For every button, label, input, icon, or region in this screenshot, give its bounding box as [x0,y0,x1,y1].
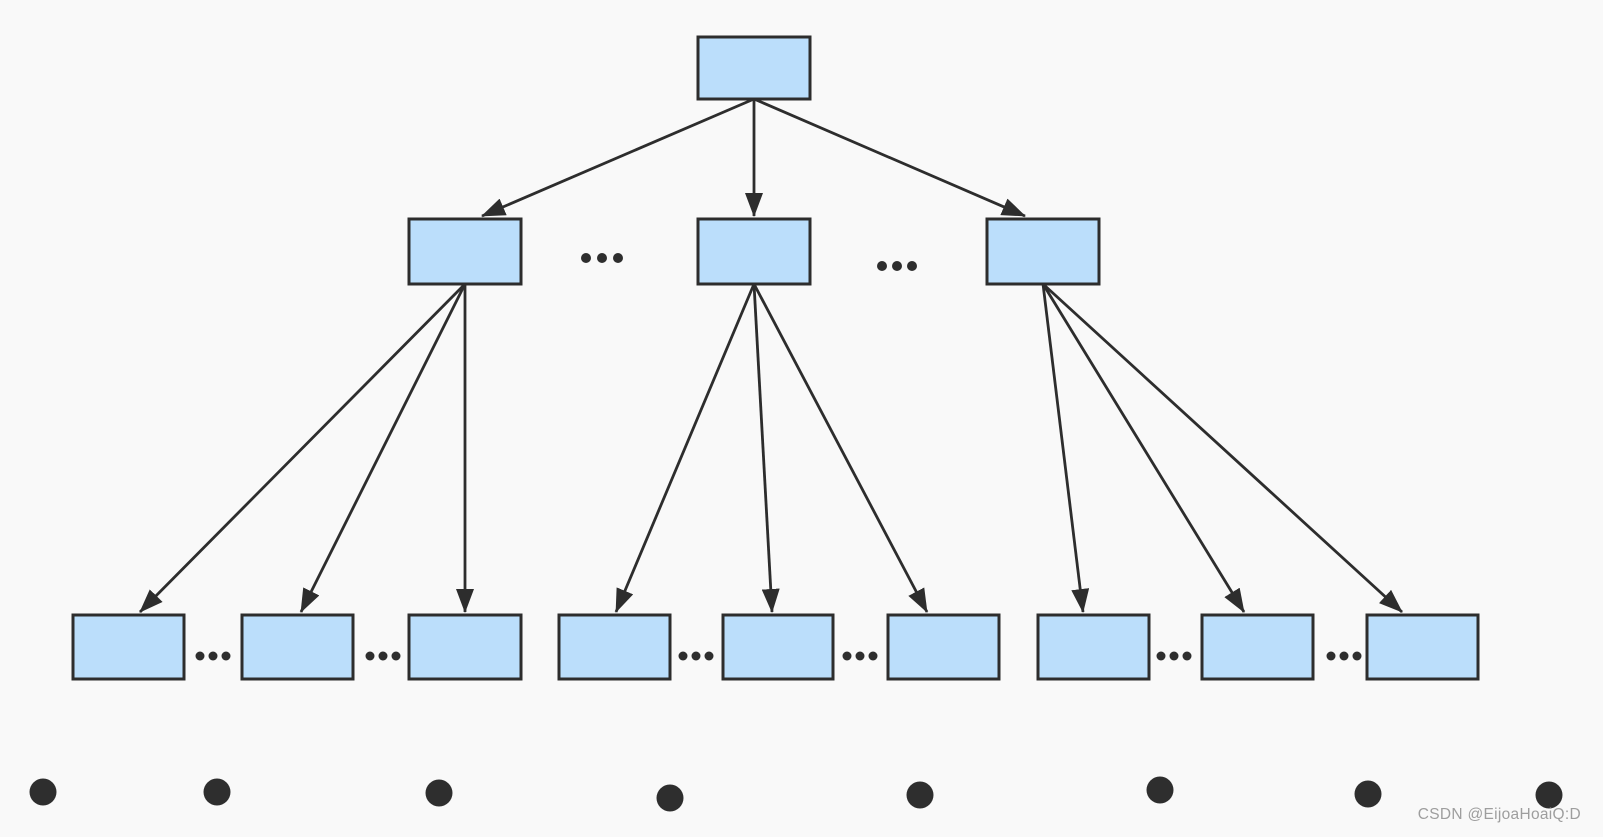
tree-edge-n2-1-to-n3-2 [299,283,467,613]
ellipsis-dot-group-2 [195,651,205,661]
ellipsis-dot-group-4 [691,651,701,661]
bottom-dot-0 [29,778,57,806]
ellipsis-dot-group-1 [907,261,917,271]
ellipsis-dot-group-5 [855,651,865,661]
ellipsis-dot-group-2 [221,651,231,661]
tree-node-n3-9 [1365,613,1480,681]
ellipsis-dot-group-7 [1352,651,1362,661]
bottom-dot-2 [425,779,453,807]
tree-node-n3-3 [407,613,523,681]
ellipsis-dot-group-0 [613,253,623,263]
ellipsis-dot-group-5 [868,651,878,661]
tree-node-n3-6 [886,613,1001,681]
tree-edge-n2-3-to-n3-8 [1041,283,1246,613]
ellipsis-dot-group-1 [877,261,887,271]
ellipsis-dot-group-3 [365,651,375,661]
tree-node-n3-5 [721,613,835,681]
ellipsis-dot-group-6 [1182,651,1192,661]
tree-node-n3-8 [1200,613,1315,681]
bottom-dot-1 [203,778,231,806]
tree-node-root [696,35,812,101]
csdn-watermark: CSDN @EijoaHoaiQ:D [1417,806,1581,823]
ellipsis-dot-group-5 [842,651,852,661]
tree-node-n3-2 [240,613,355,681]
ellipsis-dot-group-0 [597,253,607,263]
tree-edge-root-to-n2-1 [481,97,755,218]
tree-node-n3-7 [1036,613,1151,681]
tree-node-n3-1 [71,613,186,681]
bottom-dot-5 [1146,776,1174,804]
ellipsis-dot-group-3 [391,651,401,661]
ellipsis-dot-group-1 [892,261,902,271]
ellipsis-dot-group-0 [581,253,591,263]
ellipsis-dot-group-7 [1326,651,1336,661]
ellipsis-dot-group-2 [208,651,218,661]
tree-node-n2-3 [985,217,1101,286]
tree-edge-root-to-n2-3 [753,97,1026,218]
ellipsis-dot-group-7 [1339,651,1349,661]
tree-node-n2-1 [407,217,523,286]
tree-edge-n2-2-to-n3-5 [752,283,780,613]
tree-edge-n2-2-to-n3-4 [614,283,756,613]
tree-edge-n2-1-to-n3-1 [139,283,466,613]
ellipsis-dot-group-3 [378,651,388,661]
bottom-dot-6 [1354,780,1382,808]
ellipsis-dot-group-6 [1156,651,1166,661]
tree-edge-n2-3-to-n3-7 [1041,283,1090,613]
bottom-dot-4 [906,781,934,809]
tree-node-n3-4 [557,613,672,681]
ellipsis-dot-group-4 [704,651,714,661]
tree-edge-n2-3-to-n3-9 [1042,282,1403,614]
bottom-dot-7 [1535,781,1563,809]
bottom-dot-3 [656,784,684,812]
tree-node-n2-2 [696,217,812,286]
tree-edge-n2-2-to-n3-6 [752,283,929,613]
ellipsis-dot-group-6 [1169,651,1179,661]
ellipsis-dot-group-4 [678,651,688,661]
